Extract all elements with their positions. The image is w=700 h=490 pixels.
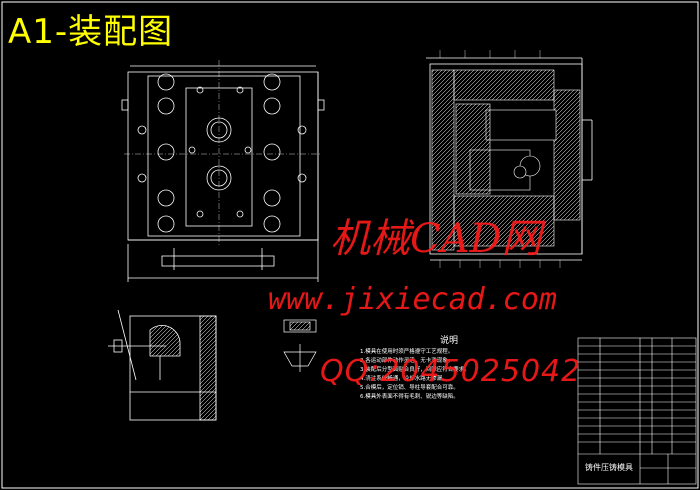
detail-view (108, 309, 217, 421)
sheet-title: A1-装配图 (8, 12, 174, 52)
watermark-site-name: 机械CAD网 (330, 216, 542, 262)
watermark-qq: QQ:2045025042 (320, 354, 582, 389)
note-item: 5.合模后，定位销、导柱导套配合可靠。 (360, 385, 459, 391)
note-item: 4.浇注系统畅通，冷却水路无渗漏。 (360, 376, 448, 382)
title-block-name: 铸件压铸模具 (585, 463, 633, 472)
note-item: 1.模具在使用时须严格遵守工艺规程。 (360, 349, 454, 355)
plan-view (121, 65, 325, 282)
note-item: 3.装配后分型面贴合良好，间隙应符合要求。 (360, 367, 470, 373)
part-detail (283, 319, 317, 372)
title-block (577, 337, 697, 485)
note-item: 6.模具外表面不得有毛刺、锐边等缺陷。 (360, 394, 459, 400)
notes-heading: 说明 (440, 336, 459, 346)
note-item: 2.各运动部件动作灵活，无卡滞现象。 (360, 358, 454, 364)
section-hatching (431, 69, 581, 251)
section-view (426, 57, 593, 261)
notes-list: 1.模具在使用时须严格遵守工艺规程。 2.各运动部件动作灵活，无卡滞现象。 3.… (360, 348, 575, 402)
watermark-url: www.jixiecad.com (268, 282, 557, 317)
